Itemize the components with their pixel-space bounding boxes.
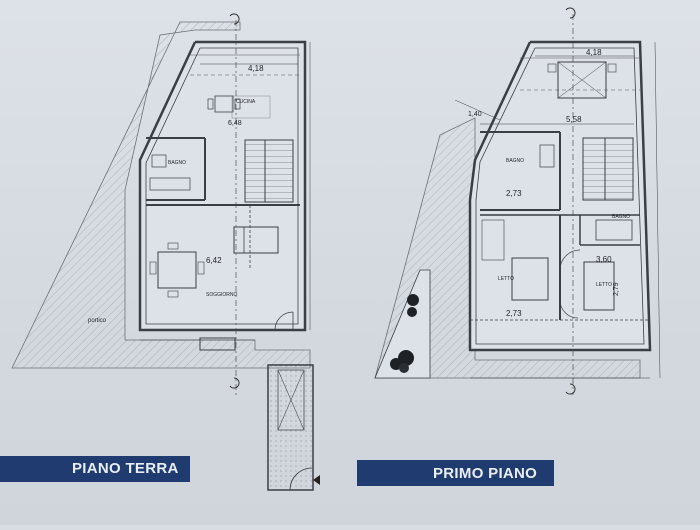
- first-floor-banner-label: PRIMO PIANO: [433, 465, 538, 482]
- ground-floor-plan: 4,18 6,48 6,42 CUCINA BAGNO SOGGIORNO po…: [11, 13, 320, 491]
- first-dim-273b: 2,73: [506, 309, 522, 318]
- ground-room-bath: BAGNO: [168, 160, 186, 166]
- ground-portico-label: portico: [88, 318, 107, 324]
- first-room-bed1: LETTO: [498, 276, 514, 282]
- first-room-bath2: BAGNO: [612, 214, 630, 220]
- first-dim-360: 3,60: [596, 255, 612, 264]
- ground-dim-inner: 6,48: [228, 120, 242, 127]
- ground-floor-banner: [0, 456, 190, 482]
- first-room-bed2: LETTO: [596, 282, 612, 288]
- first-floor-banner: [357, 460, 554, 486]
- first-dim-279: 2,79: [613, 282, 620, 296]
- first-floor-plan: 4,18 5,58 1,40 BAGNO 2,73 BAGNO 3,60 LET…: [374, 7, 661, 395]
- ground-dim-left: 6,42: [206, 256, 222, 265]
- first-width-top: 4,18: [586, 48, 602, 57]
- first-room-bath: BAGNO: [506, 158, 524, 164]
- ground-room-living: SOGGIORNO: [206, 292, 238, 298]
- first-dim-140: 1,40: [468, 111, 482, 118]
- ground-exterior-wall: [138, 40, 307, 332]
- ground-room-kitchen: CUCINA: [236, 99, 256, 105]
- first-width-mid: 5,58: [566, 115, 582, 124]
- first-dim-273a: 2,73: [506, 189, 522, 198]
- ground-width-top: 4,18: [248, 64, 264, 73]
- ground-portico-area: [11, 21, 311, 369]
- ground-floor-banner-label: PIANO TERRA: [72, 460, 179, 477]
